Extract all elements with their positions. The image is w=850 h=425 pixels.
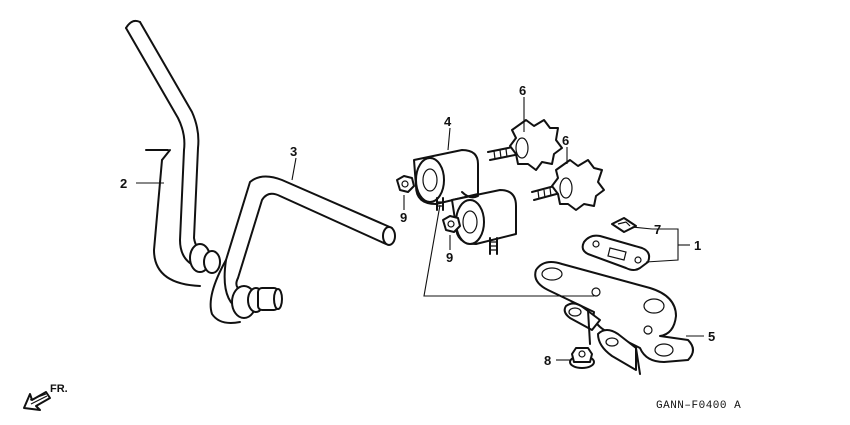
- handlebar-pipe-right: [209, 175, 396, 324]
- callout-1: 1: [694, 238, 701, 253]
- callout-4: 4: [444, 114, 452, 129]
- bracket-plate: [581, 234, 651, 271]
- callout-8: 8: [544, 353, 551, 368]
- callout-3: 3: [290, 144, 297, 159]
- main-bracket: [534, 261, 694, 375]
- callout-9-lower: 9: [446, 250, 453, 265]
- callout-labels: 2 3 4 6 6 9 9 7 1 5 8: [120, 83, 715, 368]
- front-indicator-label: FR.: [50, 383, 68, 395]
- knob-bolt-lower: [531, 159, 605, 211]
- callout-5: 5: [708, 329, 715, 344]
- drawing-code: GANN–F0400 A: [656, 400, 741, 412]
- nut-upper: [396, 175, 415, 193]
- callout-9-upper: 9: [400, 210, 407, 225]
- flange-nut: [569, 347, 595, 369]
- callout-6-upper: 6: [519, 83, 526, 98]
- nut-lower: [442, 215, 461, 233]
- small-plate: [611, 217, 637, 233]
- callout-6-lower: 6: [562, 133, 569, 148]
- callout-7: 7: [654, 222, 661, 237]
- leader-lines: [136, 97, 704, 361]
- front-arrow-icon: [23, 391, 51, 411]
- callout-2: 2: [120, 176, 127, 191]
- handlebar-pipe-left: [125, 19, 221, 287]
- knob-bolt-upper: [487, 119, 563, 171]
- pipe-holder-clamps: [413, 149, 517, 255]
